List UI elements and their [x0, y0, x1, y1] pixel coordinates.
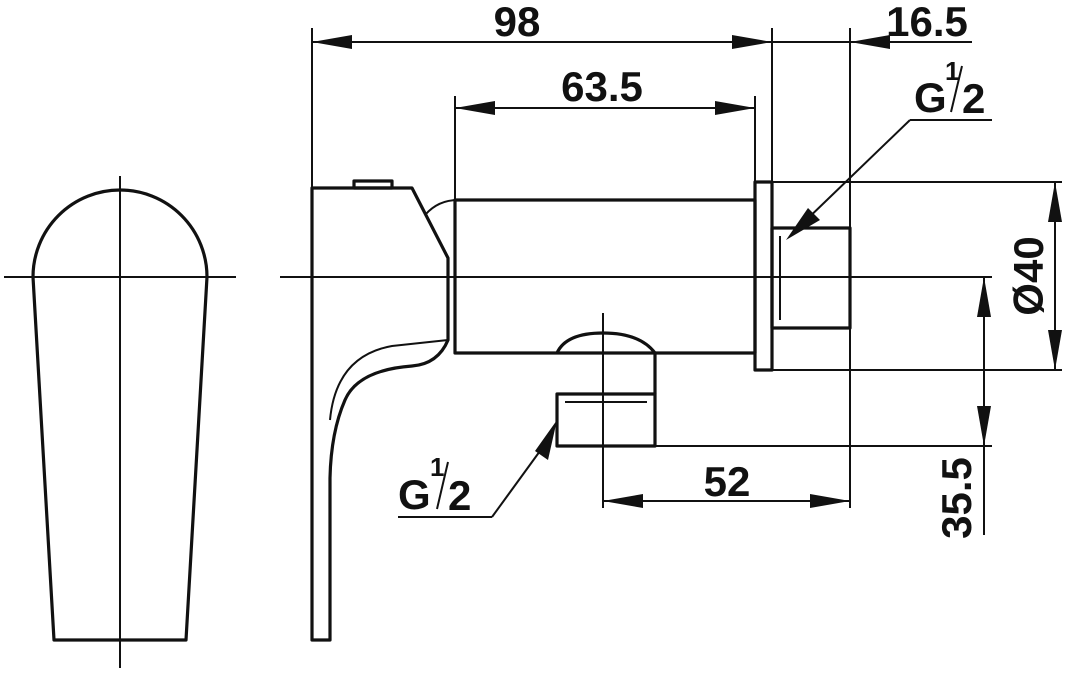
dimension-98: 98	[311, 0, 773, 370]
arrowhead	[786, 208, 820, 240]
bottom-outlet-dome	[555, 331, 657, 394]
fraction-slash	[950, 65, 963, 113]
thread-callout-side: G 1 2	[786, 56, 992, 240]
handle-outline	[31, 188, 209, 642]
dimension-label-52: 52	[704, 458, 751, 505]
arrowhead	[810, 494, 850, 508]
dimension-52: 52	[603, 458, 850, 508]
lever-shoulder	[424, 199, 459, 216]
dimension-label-diameter-40: Ø40	[1005, 236, 1052, 315]
arrowhead	[603, 494, 643, 508]
arrowhead	[977, 277, 991, 317]
thread-fraction-numerator: 1	[945, 56, 959, 86]
arrowhead	[1048, 182, 1062, 222]
arrowhead	[1048, 330, 1062, 370]
dimension-label-63-5: 63.5	[561, 63, 643, 110]
arrowhead	[732, 35, 772, 49]
arrowhead	[455, 101, 495, 115]
fraction-slash	[436, 461, 449, 510]
thread-letter: G	[398, 471, 431, 518]
dimension-label-98: 98	[494, 0, 541, 45]
arrowhead	[850, 35, 890, 49]
thread-fraction-denominator: 2	[962, 75, 985, 122]
handle-front-view	[4, 176, 236, 668]
thread-fraction-denominator: 2	[448, 472, 471, 519]
arrowhead	[535, 420, 557, 460]
lever-and-body-outline	[310, 186, 450, 642]
dimension-diameter-40: Ø40	[755, 181, 1062, 371]
dimension-35-5: 35.5	[655, 277, 992, 539]
dimension-label-35-5: 35.5	[933, 457, 980, 539]
thread-fraction-numerator: 1	[430, 452, 444, 482]
arrowhead	[977, 406, 991, 446]
dimension-16-5: 16.5	[772, 0, 972, 508]
dimension-63-5: 63.5	[454, 63, 756, 200]
thread-letter: G	[914, 74, 947, 121]
dimension-label-16-5: 16.5	[886, 0, 968, 45]
lever-inner-edge	[329, 339, 449, 421]
leader-line	[799, 119, 911, 227]
lever-button	[352, 179, 394, 190]
thread-callout-bottom: G 1 2	[398, 420, 557, 519]
mixer-side-view	[280, 179, 992, 642]
arrowhead	[312, 35, 352, 49]
arrowhead	[715, 101, 755, 115]
